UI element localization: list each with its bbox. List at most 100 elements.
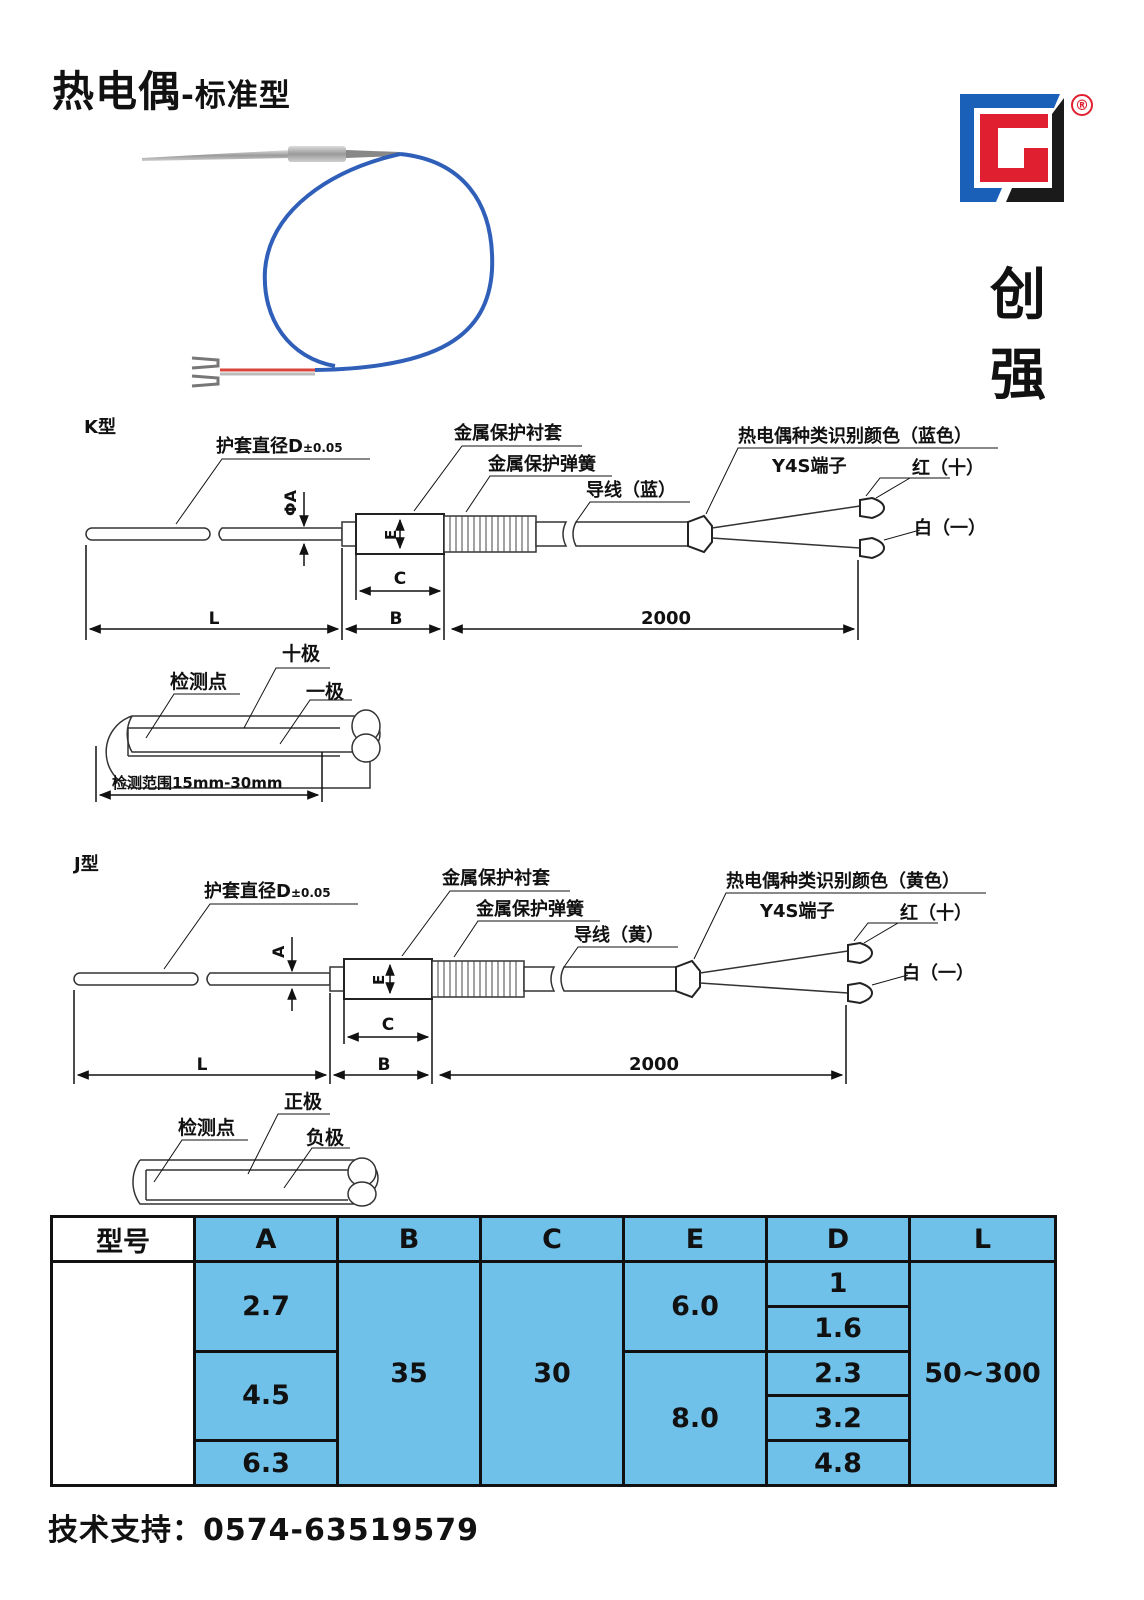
k-metal-sleeve-label: 金属保护衬套 <box>453 422 562 444</box>
k-metal-spring-label: 金属保护弹簧 <box>487 453 596 475</box>
j-dim-c: C <box>382 1015 394 1035</box>
k-terminal-label: Y4S端子 <box>771 456 847 477</box>
j-lead-wire-label: 导线（黄） <box>574 924 664 946</box>
cell-e: 6.0 <box>622 1260 768 1353</box>
header-model: 型号 <box>50 1215 196 1263</box>
j-type-label: J型 <box>72 853 99 875</box>
k-junction-leaders <box>145 667 352 745</box>
table-row: 3.2 <box>52 1394 1056 1443</box>
brand-logo: ® <box>960 94 1093 202</box>
header-e: E <box>622 1215 768 1263</box>
probe-sheath <box>142 150 290 161</box>
header-c: C <box>479 1215 625 1263</box>
probe-sleeve <box>288 146 346 162</box>
k-lead-wire <box>572 521 691 547</box>
cell-e: 8.0 <box>622 1349 768 1488</box>
cell-a: 6.3 <box>193 1439 339 1487</box>
j-dim-a: A <box>269 945 288 958</box>
cell-a: 2.7 <box>193 1260 339 1353</box>
k-spade-terminals <box>859 496 886 560</box>
table-row: 2.7 35 30 6.0 1 50~300 <box>50 1260 1057 1487</box>
j-junction-outline <box>132 1159 379 1205</box>
model-cell <box>50 1260 196 1487</box>
header-l: L <box>908 1215 1057 1263</box>
cell-d: 3.2 <box>765 1394 911 1443</box>
k-detect-point-label: 检测点 <box>170 670 227 693</box>
k-sheath-diameter-label: 护套直径D±0.05 <box>216 435 343 457</box>
j-dim-e: E <box>370 975 388 985</box>
cell-l: 50~300 <box>908 1260 1057 1487</box>
j-dim-length: 2000 <box>629 1054 679 1075</box>
lead-wire-loop-outer <box>314 152 495 372</box>
j-metal-sleeve-label: 金属保护衬套 <box>441 867 550 889</box>
spade-terminals <box>191 356 220 388</box>
j-tolerance-text: ±0.05 <box>291 886 331 900</box>
footer-contact: 技术支持：0574-63519579 <box>48 1513 479 1548</box>
k-dim-c: C <box>394 569 406 589</box>
cell-d: 2.3 <box>765 1349 911 1398</box>
j-junction-leaders <box>153 1113 350 1189</box>
k-sheath-tip <box>85 527 211 541</box>
j-collar <box>329 966 345 992</box>
cell-a: 4.5 <box>193 1349 339 1443</box>
j-sheath-diameter-label: 护套直径D±0.05 <box>204 880 331 902</box>
j-pole-negative-label: 负极 <box>306 1126 345 1149</box>
j-metal-spring <box>431 960 525 998</box>
j-type-diagram: J型 A E <box>72 853 986 1207</box>
j-junction-end-2 <box>347 1181 377 1207</box>
brand-name-char-1: 创 <box>990 263 1046 328</box>
title-main: 热电偶 <box>52 67 182 116</box>
j-metal-sleeve <box>343 958 433 1000</box>
j-sheath-diameter-text: 护套直径D <box>204 880 291 902</box>
k-junction-outline-outer <box>126 715 381 753</box>
j-lead-wire <box>560 966 679 992</box>
logo-red-shape <box>980 114 1048 182</box>
j-spade-terminals <box>847 941 874 1005</box>
k-junction-outline-sheath <box>105 715 371 789</box>
k-collar <box>341 521 357 547</box>
j-positive-label: 红（十） <box>900 902 972 924</box>
k-dim-l: L <box>209 609 220 629</box>
k-junction-end-2 <box>351 733 381 763</box>
k-splitter <box>687 514 713 554</box>
j-junction-conductors <box>145 1169 348 1201</box>
j-lead-wire-start <box>523 966 556 992</box>
k-extension-lines <box>85 545 859 640</box>
k-sheath-body <box>218 527 343 541</box>
k-detect-range-label: 检测范围15mm-30mm <box>112 774 283 792</box>
header-b: B <box>336 1215 482 1263</box>
cell-d: 1 <box>765 1260 911 1308</box>
k-lead-wire-label: 导线（蓝） <box>586 479 676 501</box>
j-detect-point-label: 检测点 <box>178 1116 235 1139</box>
k-pole-negative-label: 一极 <box>306 680 345 703</box>
header-d: D <box>765 1215 911 1263</box>
table-header-row: 型号 A B C E D L <box>50 1215 1057 1263</box>
j-splitter <box>675 959 701 999</box>
k-split-wires <box>711 505 861 549</box>
k-metal-spring <box>443 515 537 553</box>
brand-name-char-2: 强 <box>990 343 1046 408</box>
k-dim-length: 2000 <box>641 608 691 629</box>
registered-circle <box>1071 94 1093 116</box>
k-pole-positive-label: 十极 <box>282 642 321 665</box>
k-leader-lines <box>175 445 998 541</box>
cell-d: 4.8 <box>765 1439 911 1487</box>
table-row: 1.6 <box>52 1304 1056 1353</box>
j-sheath-tip <box>73 972 199 986</box>
k-dim-b: B <box>390 609 403 629</box>
j-dim-l: L <box>197 1055 208 1075</box>
cell-d: 1.6 <box>765 1304 911 1353</box>
j-terminal-label: Y4S端子 <box>759 901 835 922</box>
product-photo <box>142 146 495 388</box>
j-leader-lines <box>163 890 986 986</box>
cell-c: 30 <box>479 1260 625 1487</box>
k-negative-label: 白（一） <box>914 517 986 539</box>
j-dim-b: B <box>378 1055 391 1075</box>
k-color-code-label: 热电偶种类识别颜色（蓝色） <box>738 425 972 447</box>
k-junction-conductors <box>128 727 340 757</box>
k-dim-phi-a: ΦA <box>281 489 300 516</box>
title-sub: -标准型 <box>181 78 291 114</box>
j-pole-positive-label: 正极 <box>284 1090 323 1113</box>
k-positive-label: 红（十） <box>912 457 984 479</box>
k-type-diagram: K型 ΦA E <box>84 416 998 802</box>
